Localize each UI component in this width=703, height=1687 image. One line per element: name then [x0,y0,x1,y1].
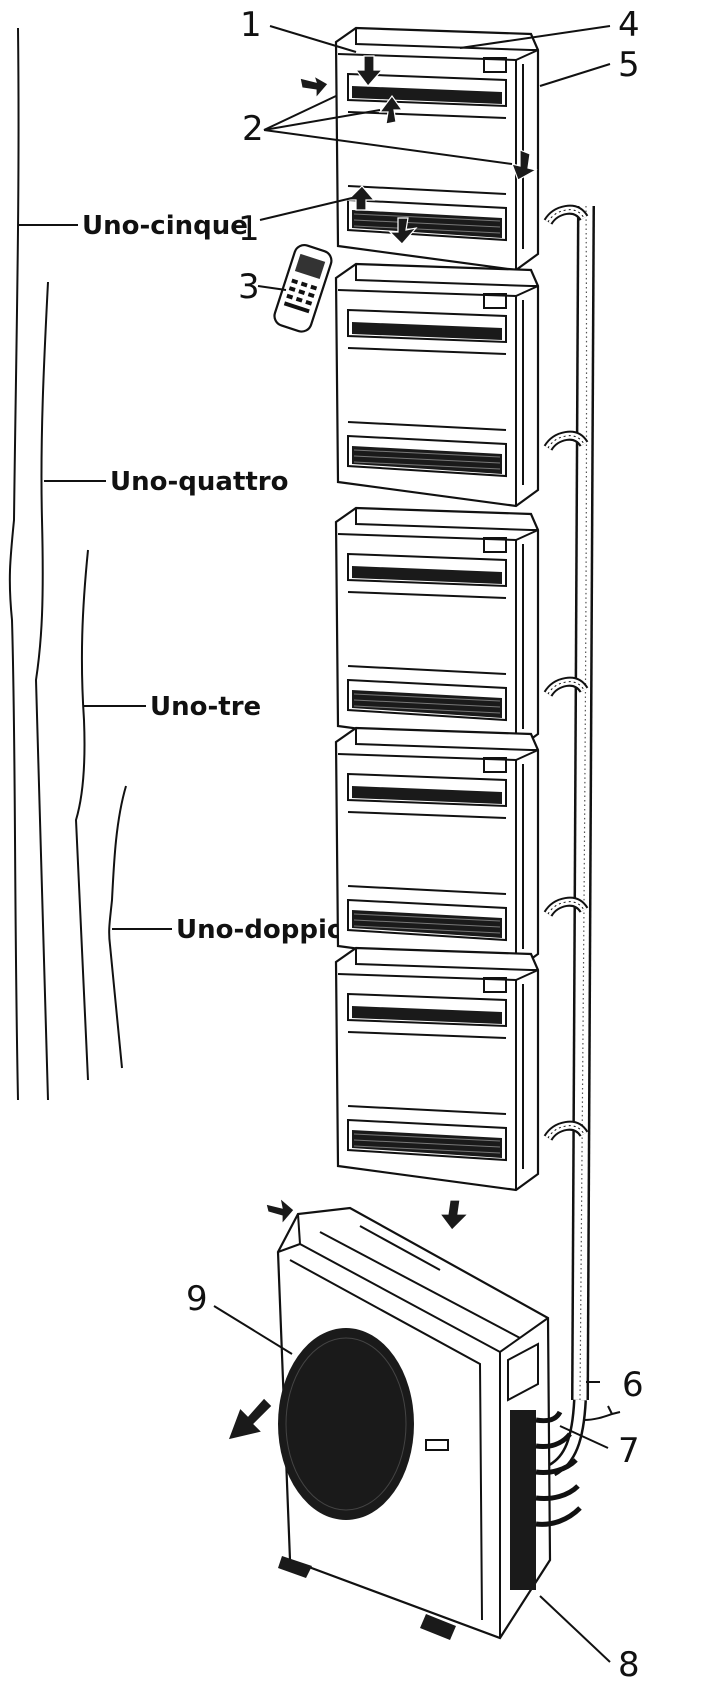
label-uno-tre: Uno-tre [150,692,261,722]
outdoor-unit [276,1206,582,1640]
label-uno-cinque: Uno-cinque [82,211,248,241]
callout-indoor-body: 4 [618,5,640,45]
indoor-unit-5 [334,946,540,1192]
refrigerant-piping [548,206,621,1477]
configuration-branches [8,27,127,1101]
callout-air-inlet: 1 [240,5,262,45]
callout-remote: 3 [238,267,260,307]
callout-outdoor-fan: 9 [186,1279,208,1319]
arrow-up-icon [378,94,404,125]
branch-five [8,27,20,1101]
remote-control [273,243,333,333]
callout-indoor-panel: 5 [618,45,640,85]
indoor-unit-4 [334,726,540,972]
label-uno-doppio: Uno-doppio [176,915,345,945]
arrow-down-icon [354,55,384,87]
service-valves [510,1410,582,1590]
callout-piping: 6 [622,1365,644,1405]
branch-two [108,785,127,1069]
arrow-down-icon [438,1199,470,1231]
callout-airflow: 2 [242,109,264,149]
outdoor-airflow-arrows [227,1196,470,1441]
indoor-unit-3 [334,506,540,752]
arrow-up-icon [346,185,376,211]
branch-four [34,281,49,1101]
arrow-out-icon [227,1397,273,1441]
callout-outdoor-valves: 7 [618,1431,640,1471]
configuration-labels: Uno-cinque Uno-quattro Uno-tre Uno-doppi… [18,211,345,945]
arrow-down-icon [299,74,329,100]
callout-air-outlet: 1 [238,209,260,249]
arrow-down-icon [511,149,538,181]
callout-outdoor-ports: 8 [618,1645,640,1685]
label-uno-quattro: Uno-quattro [110,467,288,497]
outdoor-fan-grille [278,1328,414,1520]
indoor-unit-2 [334,262,540,508]
callout-numbers: 1 2 1 3 4 5 6 7 8 9 [186,5,644,1685]
branch-three [74,549,89,1081]
airflow-arrows [299,55,538,245]
arrow-down-icon [388,217,418,245]
callout-leaders [213,25,611,1663]
arrow-down-icon [265,1196,295,1226]
